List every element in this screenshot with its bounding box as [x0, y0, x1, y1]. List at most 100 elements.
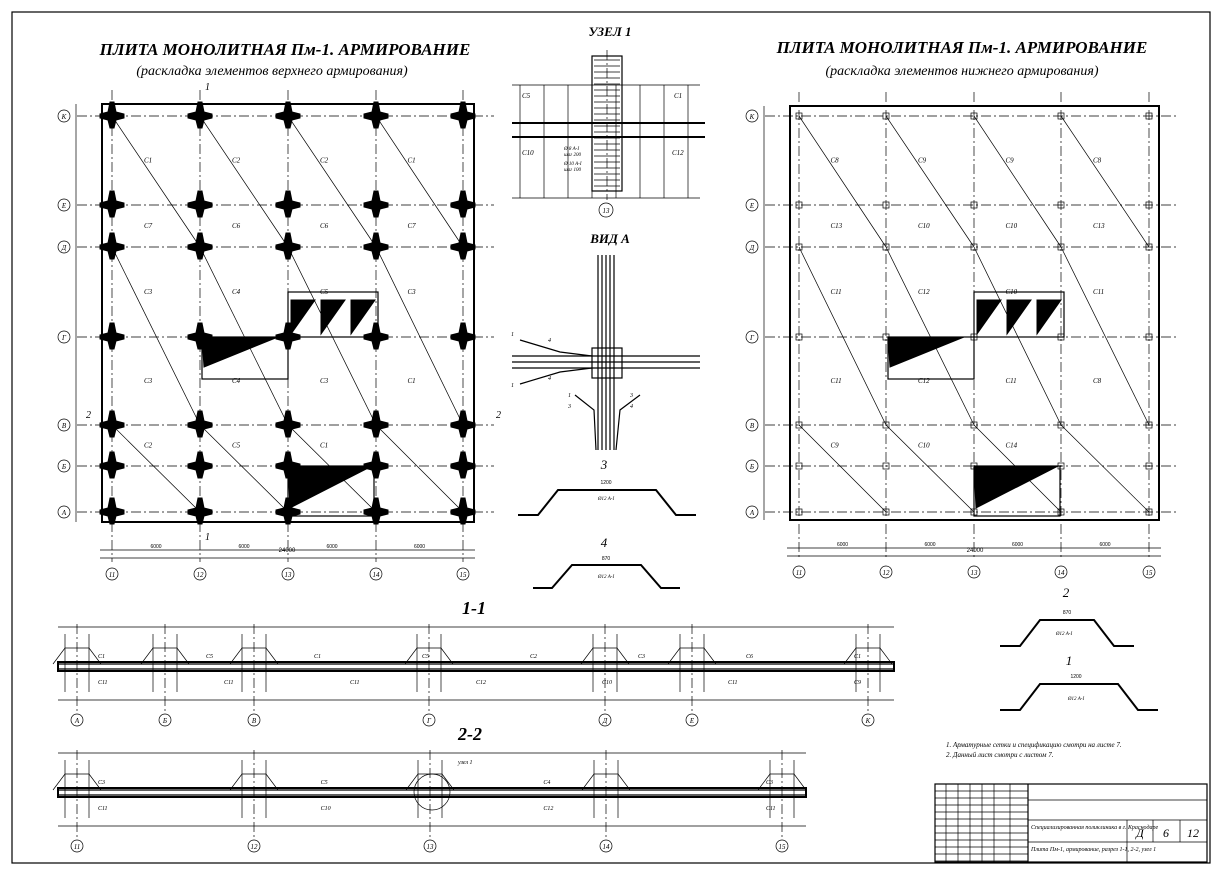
section-1-1-slab	[57, 661, 895, 672]
s22-mesh-label: С4	[543, 779, 550, 786]
rp-row-axis-label: К	[749, 113, 755, 121]
lp-row-axis-label: Б	[61, 463, 66, 471]
rp-column-node	[1145, 508, 1153, 516]
s22-bent-bar	[52, 773, 102, 791]
bar-2-number: 2	[1063, 585, 1070, 600]
rp-mesh-label: С9	[918, 157, 927, 165]
rp-col-axis-bubble	[1054, 565, 1068, 579]
lp-panel-diagonal	[111, 424, 201, 513]
node-label-c12: С12	[672, 149, 684, 157]
rp-panel-diagonal	[1060, 424, 1150, 513]
lp-column-rebar-node	[187, 101, 213, 129]
rp-col-axis-bubble	[967, 565, 981, 579]
rp-panel-diagonal	[973, 115, 1062, 248]
rp-column-node	[1145, 112, 1153, 120]
bar-2-detail: 2 870 Ø12 А-I	[1000, 585, 1134, 647]
lp-mesh-label: С3	[144, 288, 153, 296]
lp-col-axis-bubble	[456, 567, 470, 581]
s11-bent-bar	[404, 647, 454, 665]
rp-row-axis-bubble	[745, 240, 759, 254]
lp-col-dim: 6000	[238, 544, 249, 550]
bar-2-spec: Ø12 А-I	[1055, 632, 1073, 637]
lp-column-rebar-node	[450, 190, 476, 218]
s11-mesh-label: С11	[350, 680, 360, 686]
bar-3-number: 3	[600, 457, 608, 472]
lp-mesh-label: С1	[408, 157, 416, 165]
title-block-grid	[935, 784, 1028, 862]
view-label-1c: 1	[568, 393, 571, 399]
bar-3-shape	[518, 489, 696, 516]
lp-mesh-label: С2	[232, 157, 241, 165]
lp-mesh-label: С2	[320, 157, 329, 165]
rp-mesh-label: С14	[1006, 442, 1018, 450]
s11-axis-bubble	[70, 713, 84, 727]
s11-mesh-label: С5	[206, 654, 213, 660]
rp-opening2-wedge	[1006, 299, 1032, 336]
s11-axis-label: К	[865, 717, 871, 725]
rp-panel-diagonal	[1060, 115, 1150, 248]
left-total-dim: 24000	[279, 548, 296, 554]
s22-axis-label: 14	[603, 843, 611, 851]
lp-row-axis-label: К	[61, 113, 67, 121]
lp-col-dim: 6000	[150, 544, 161, 550]
bar-1-detail: 1 1200 Ø12 А-I	[1000, 653, 1158, 711]
node-label-c5: С5	[522, 92, 531, 100]
lp-column-rebar-node	[187, 451, 213, 479]
rp-panel-diagonal	[973, 246, 1062, 426]
lp-column-rebar-node	[363, 410, 389, 438]
lp-panel-diagonal	[287, 246, 377, 426]
lp-mesh-label: С4	[232, 377, 241, 385]
s11-axis-label: В	[252, 717, 257, 725]
tb-sheet: 6	[1163, 826, 1169, 840]
rp-row-axis-label: В	[750, 422, 755, 430]
lp-row-axis-label: Д	[61, 244, 67, 252]
lp-panel-diagonal	[375, 424, 464, 513]
lp-opening2-wedge	[320, 299, 346, 336]
rp-mesh-label: С13	[1093, 222, 1105, 230]
s11-mesh-label: С10	[602, 680, 612, 686]
s22-mesh-label: С5	[321, 780, 328, 786]
lp-col-axis-bubble	[105, 567, 119, 581]
rp-row-axis-bubble	[745, 418, 759, 432]
bar-4-length: 870	[602, 556, 611, 562]
left-plan-title: ПЛИТА МОНОЛИТНАЯ Пм-1. АРМИРОВАНИЕ	[99, 40, 471, 59]
s11-bent-bar	[843, 647, 893, 665]
bar-4-number: 4	[601, 535, 608, 550]
rp-column-node	[1057, 112, 1065, 120]
rp-row-axis-bubble	[745, 505, 759, 519]
lp-column-rebar-node	[450, 101, 476, 129]
view-label-3b: 3	[629, 393, 633, 399]
lp-col-axis-label: 11	[109, 571, 115, 579]
lp-column-rebar-node	[99, 190, 125, 218]
rp-mesh-label: С10	[1006, 288, 1018, 296]
rp-col-dim: 6000	[1099, 542, 1110, 548]
view-bent-bar	[615, 394, 641, 451]
rp-column-node	[1057, 508, 1065, 516]
rp-mesh-label: С13	[831, 222, 843, 230]
rp-column-node	[882, 421, 890, 429]
lp-column-rebar-node	[99, 322, 125, 350]
rp-column-node	[882, 508, 890, 516]
s22-bent-bar	[581, 773, 631, 791]
rp-mesh-label: С9	[831, 442, 840, 450]
rp-panel-diagonal	[798, 115, 887, 248]
rp-col-axis-label: 13	[971, 569, 979, 577]
rp-mesh-label: С10	[918, 222, 930, 230]
node-label-step100: шаг 100	[564, 168, 581, 173]
s11-axis-bubble	[598, 713, 612, 727]
view-label-1b: 1	[511, 383, 514, 389]
s11-mesh-label: С1	[314, 654, 321, 660]
s22-axis-bubble	[423, 839, 437, 853]
rp-column-node	[795, 201, 803, 209]
lp-mesh-label: С1	[408, 377, 416, 385]
lp-row-axis-label: Е	[61, 202, 67, 210]
rp-row-axis-bubble	[745, 198, 759, 212]
rp-mesh-label: С8	[1093, 157, 1102, 165]
